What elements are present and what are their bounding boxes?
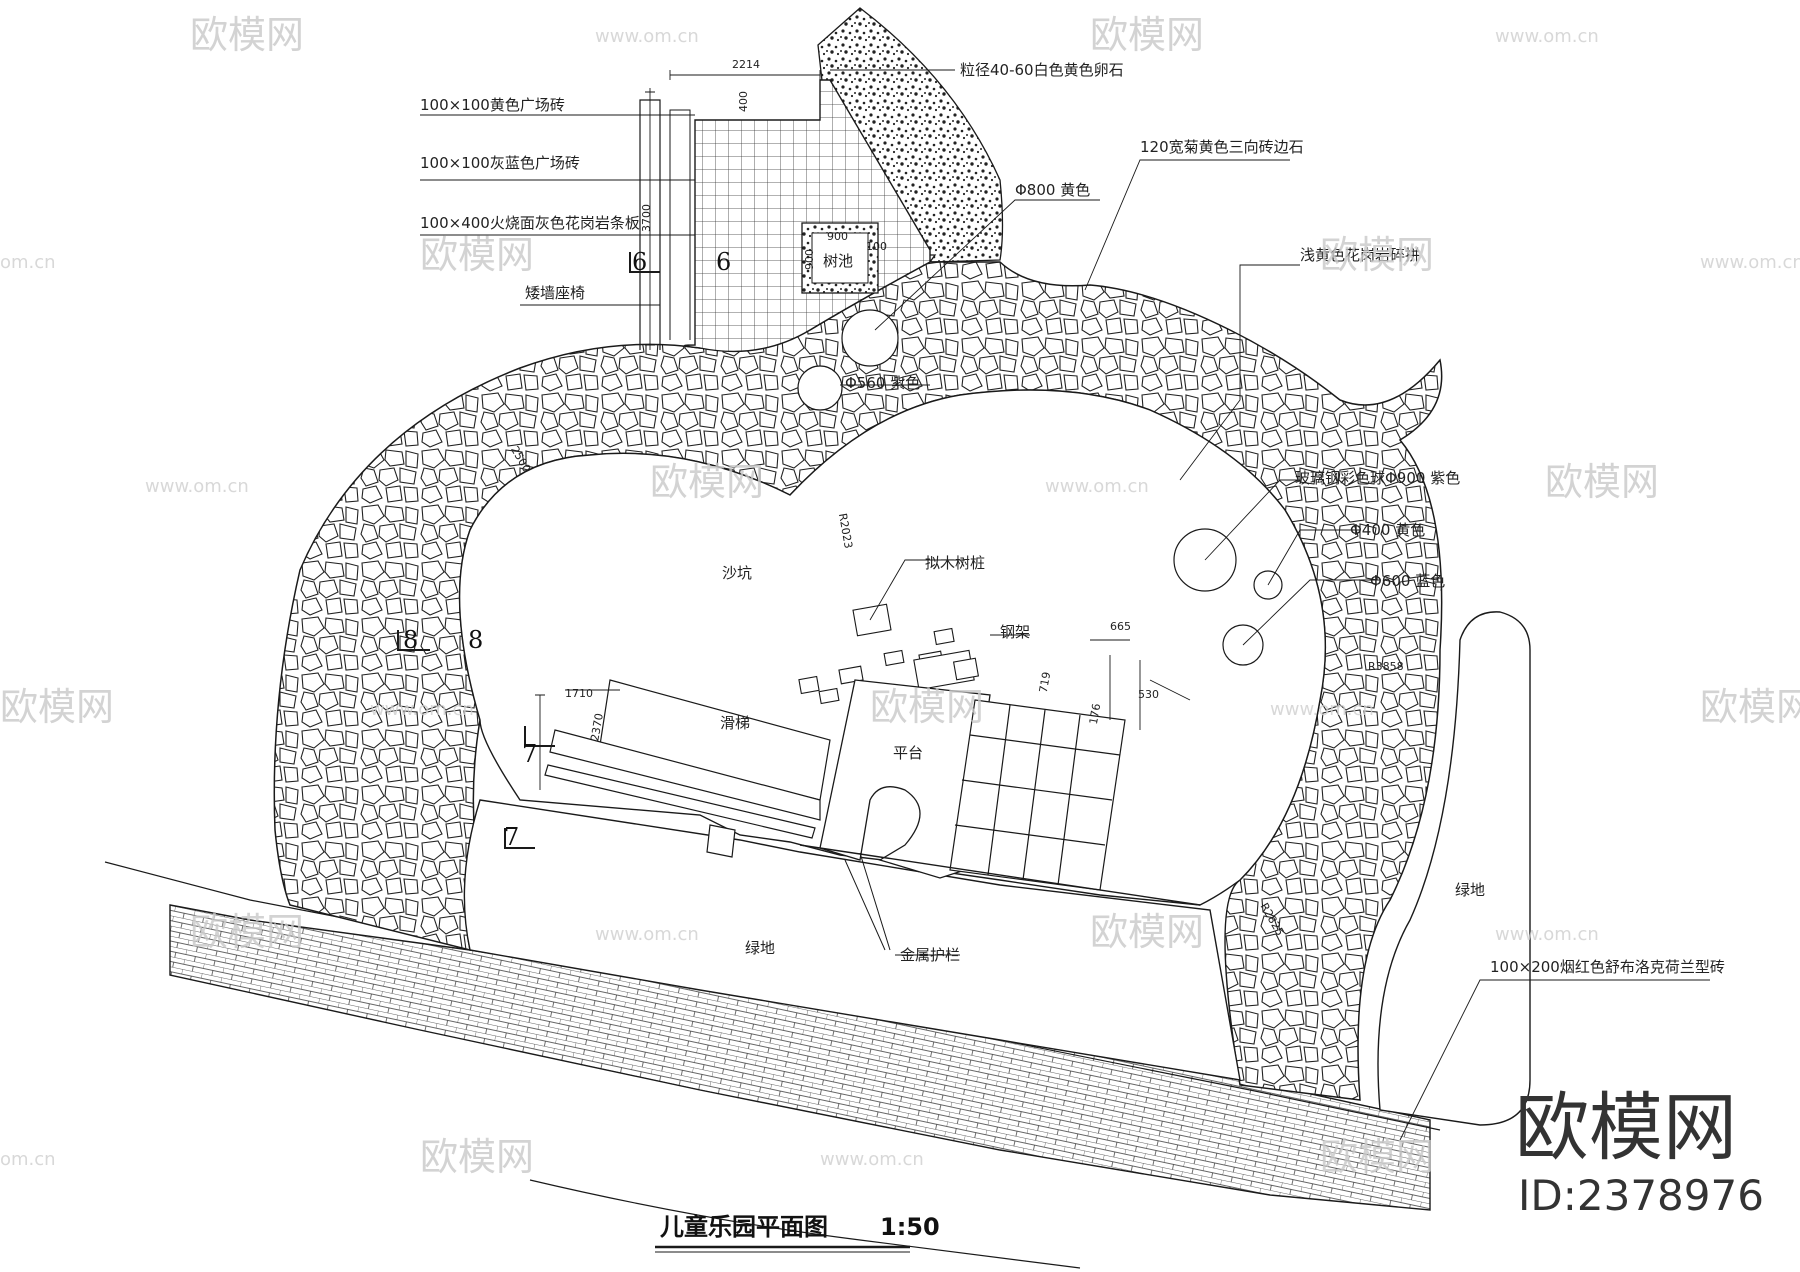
label-ball-400: Φ400 黄色 (1350, 521, 1425, 539)
watermark-url: www.om.cn (1045, 476, 1149, 497)
ball-560-purple (797, 365, 843, 411)
labels: 粒径40-60白色黄色卵石 100×100黄色广场砖 100×100灰蓝色广场砖… (420, 61, 1725, 976)
label-ball-800: Φ800 黄色 (1015, 181, 1090, 199)
watermark-brand: 欧模网 (1090, 13, 1204, 57)
dim-100: 100 (866, 240, 887, 253)
drawing-title: 儿童乐园平面图 (660, 1213, 828, 1241)
ball-800-yellow (841, 309, 899, 367)
watermark-url: om.cn (0, 252, 56, 273)
watermark-brand: 欧模网 (870, 685, 984, 729)
leader-lines (420, 69, 1710, 1141)
dim-r3858: R3858 (1368, 660, 1404, 673)
watermark-url: www.om.cn (145, 476, 249, 497)
section-markers (397, 252, 660, 849)
watermark-brand: 欧模网 (1545, 460, 1659, 504)
label-railing: 金属护栏 (900, 946, 960, 964)
watermark-url: www.om.cn (820, 1149, 924, 1170)
label-sandpit: 沙坑 (722, 564, 752, 582)
label-steel-frame: 钢架 (1000, 623, 1030, 641)
metal-railing (799, 844, 1201, 906)
section-7-bottom: 7 (504, 823, 519, 851)
watermark-url: www.om.cn (595, 924, 699, 945)
watermark-url: www.om.cn (1495, 924, 1599, 945)
label-green-right: 绿地 (1455, 881, 1485, 899)
watermark-url: www.om.cn (370, 699, 474, 720)
drawing-scale: 1:50 (880, 1213, 940, 1241)
watermarks: 欧模网 欧模网 欧模网 欧模网 欧模网 欧模网 欧模网 欧模网 欧模网 欧模网 … (0, 13, 1800, 1179)
slide (544, 679, 831, 858)
dimension-lines (535, 70, 1191, 790)
label-curb: 120宽菊黄色三向砖边石 (1140, 138, 1304, 156)
dim-3700: 3700 (640, 204, 653, 232)
dim-2370: 2370 (588, 712, 606, 742)
watermark-url: www.om.cn (1495, 26, 1599, 47)
stumps-group (798, 603, 980, 705)
watermark-brand: 欧模网 (1320, 1135, 1434, 1179)
section-7-top: 7 (522, 740, 537, 768)
section-6-right: 6 (716, 248, 731, 276)
dim-400: 400 (737, 91, 750, 112)
section-numbers: 6 6 8 8 7 7 (403, 248, 731, 851)
label-grey-blue-tile: 100×100灰蓝色广场砖 (420, 154, 580, 172)
label-granite-strip: 100×400火烧面灰色花岗岩条板 (420, 214, 640, 232)
low-wall-inner (669, 109, 691, 340)
dim-r2023: R2023 (836, 512, 855, 549)
left-green-area (463, 799, 1241, 1081)
dim-665: 665 (1110, 620, 1131, 633)
label-platform: 平台 (893, 744, 923, 762)
dim-2214: 2214 (732, 58, 760, 71)
label-ball-600: Φ600 蓝色 (1370, 572, 1445, 590)
label-ball-560: Φ560 紫色 (845, 374, 920, 392)
label-crazy-paving: 浅黄色花岗岩碎拼 (1300, 246, 1420, 264)
dim-176: 176 (1087, 703, 1103, 726)
watermark-brand: 欧模网 (1320, 233, 1434, 277)
label-pebble: 粒径40-60白色黄色卵石 (960, 61, 1124, 79)
watermark-brand: 欧模网 (0, 685, 114, 729)
dim-1710: 1710 (565, 687, 593, 700)
label-yellow-tile: 100×100黄色广场砖 (420, 96, 565, 114)
label-low-wall-bench: 矮墙座椅 (525, 284, 585, 302)
section-8-right: 8 (468, 626, 483, 654)
label-steel-ball: 玻璃钢彩色球Φ900 紫色 (1295, 469, 1460, 487)
watermark-brand: 欧模网 (420, 233, 534, 277)
dim-530: 530 (1138, 688, 1159, 701)
dim-719: 719 (1037, 671, 1053, 694)
watermark-brand: 欧模网 (420, 1135, 534, 1179)
label-stumps: 拟木树桩 (925, 554, 985, 572)
watermark-url: www.om.cn (1700, 252, 1800, 273)
label-slide: 滑梯 (720, 714, 750, 732)
brand-id: ID:2378976 (1518, 1171, 1764, 1220)
watermark-url: www.om.cn (1270, 699, 1374, 720)
label-holland-brick: 100×200烟红色舒布洛克荷兰型砖 (1490, 958, 1725, 976)
watermark-brand: 欧模网 (190, 910, 304, 954)
watermark-url: om.cn (0, 1149, 56, 1170)
right-green-area (1377, 611, 1531, 1126)
platform (819, 679, 991, 879)
dim-900a: 900 (827, 230, 848, 243)
watermark-brand: 欧模网 (1700, 685, 1800, 729)
dim-900b: 900 (803, 249, 816, 270)
section-6-left: 6 (632, 248, 647, 276)
label-tree-pit: 树池 (823, 252, 853, 270)
label-green-left: 绿地 (745, 939, 775, 957)
watermark-brand: 欧模网 (190, 13, 304, 57)
watermark-brand: 欧模网 (650, 460, 764, 504)
watermark-brand: 欧模网 (1090, 910, 1204, 954)
brand-logo-text: 欧模网 (1515, 1085, 1737, 1171)
section-8-left: 8 (403, 626, 418, 654)
lower-boundary-curve (529, 1179, 1081, 1269)
watermark-url: www.om.cn (595, 26, 699, 47)
